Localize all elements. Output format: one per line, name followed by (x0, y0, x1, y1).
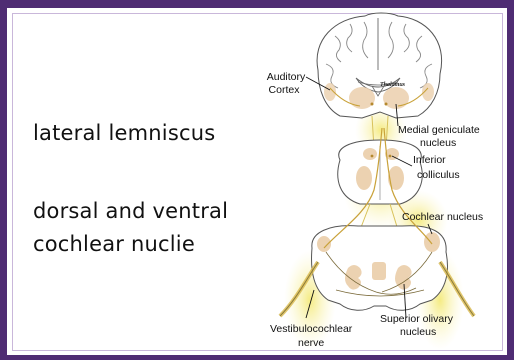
cochlear-nucleus-label: Cochlear nucleus (402, 211, 483, 223)
auditory-cortex-label-line2: Cortex (269, 84, 301, 96)
superior-olivary-label-line2: nucleus (400, 326, 436, 338)
thalamus-label: Thalamus (380, 82, 406, 88)
medial-geniculate-label-line1: Medial geniculate (398, 124, 480, 136)
superior-olivary-label-line1: Superior olivary (380, 313, 454, 325)
cerebrum-section (317, 13, 442, 118)
inferior-colliculus-label-line2: colliculus (417, 169, 460, 181)
vestibulocochlear-label-line2: nerve (298, 337, 324, 349)
vestibulocochlear-label-line1: Vestibulocochlear (270, 323, 353, 335)
inferior-colliculus-label-line1: Inferior (413, 154, 446, 166)
medial-geniculate-label-line2: nucleus (420, 137, 456, 149)
auditory-cortex-label-line1: Auditory (267, 71, 306, 83)
